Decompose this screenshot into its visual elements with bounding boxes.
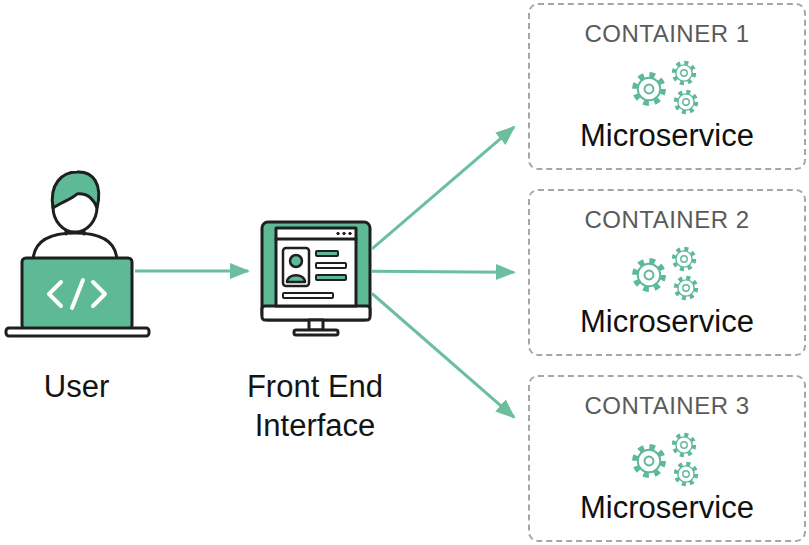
service-name: Microservice	[530, 490, 804, 526]
gear-icon	[635, 249, 696, 298]
gear-icon	[635, 63, 696, 112]
user-icon	[6, 172, 149, 336]
container-title: CONTAINER 2	[530, 206, 804, 234]
node-label: User	[0, 367, 180, 406]
flow-arrow	[372, 270, 514, 274]
container-box: CONTAINER 1 Microservice	[528, 3, 806, 170]
service-name: Microservice	[530, 304, 804, 340]
flow-arrow	[372, 294, 514, 418]
flow-arrow	[372, 127, 514, 249]
flow-arrow	[135, 270, 248, 273]
monitor-icon	[262, 222, 370, 335]
gear-icon	[635, 435, 696, 484]
user-node: User	[8, 168, 135, 338]
container-title: CONTAINER 1	[530, 20, 804, 48]
node-label: Front End Interface	[215, 367, 415, 445]
service-name: Microservice	[530, 118, 804, 154]
container-box: CONTAINER 3 Microservice	[528, 375, 806, 542]
frontend-node: Front End Interface	[258, 222, 372, 337]
container-title: CONTAINER 3	[530, 392, 804, 420]
container-box: CONTAINER 2 Microservice	[528, 189, 806, 356]
